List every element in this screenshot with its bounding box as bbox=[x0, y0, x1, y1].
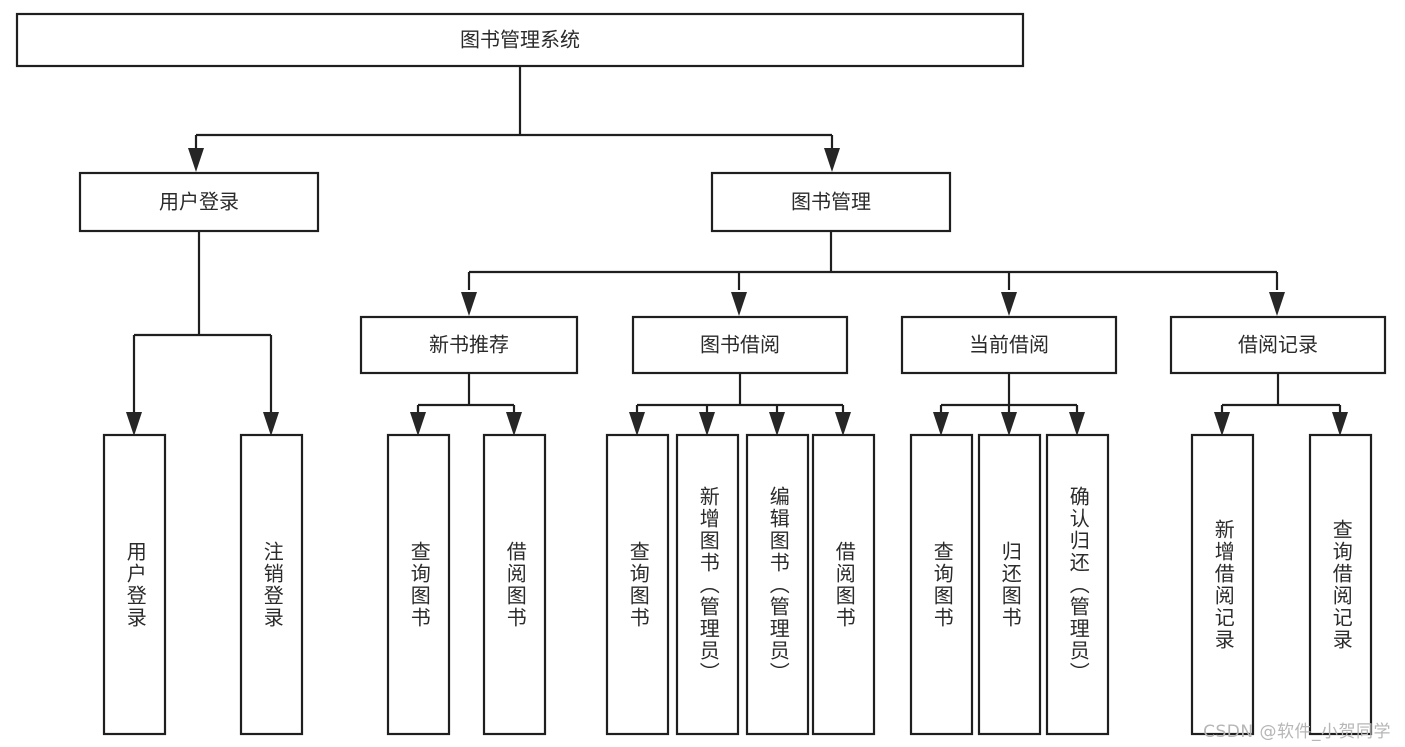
borrow-record-label: 借阅记录 bbox=[1238, 333, 1318, 357]
connector-new-book-recommend-to-leaves bbox=[410, 373, 522, 436]
node-borrow-record[interactable]: 借阅记录 bbox=[1169, 315, 1387, 375]
leaf-query-book-3-box[interactable] bbox=[909, 433, 974, 736]
connector-borrow-record-to-leaves bbox=[1214, 373, 1348, 436]
connector-user-login-to-leaves bbox=[126, 231, 279, 436]
leaf-user-login-box[interactable] bbox=[102, 433, 167, 736]
arrow-to-book-borrow bbox=[731, 292, 747, 316]
connector-book-borrow-to-leaves bbox=[629, 373, 851, 436]
connector-book-management-to-level3 bbox=[461, 231, 1285, 316]
arrow-to-leaf-add-book bbox=[699, 412, 715, 436]
arrow-to-leaf-return-book bbox=[1001, 412, 1017, 436]
node-book-management[interactable]: 图书管理 bbox=[710, 171, 952, 233]
arrow-to-leaf-query-record bbox=[1332, 412, 1348, 436]
book-management-label: 图书管理 bbox=[791, 190, 871, 214]
root-label: 图书管理系统 bbox=[460, 28, 580, 52]
node-root[interactable]: 图书管理系统 bbox=[15, 12, 1025, 68]
arrow-to-leaf-query-book-2 bbox=[629, 412, 645, 436]
leaf-query-book-1-box[interactable] bbox=[386, 433, 451, 736]
arrow-to-leaf-logout-login bbox=[263, 412, 279, 436]
arrow-to-new-book-recommend bbox=[461, 292, 477, 316]
user-login-box[interactable] bbox=[78, 171, 320, 233]
node-book-borrow[interactable]: 图书借阅 bbox=[631, 315, 849, 375]
new-book-recommend-box[interactable] bbox=[359, 315, 579, 375]
leaf-edit-book-box[interactable] bbox=[745, 433, 810, 736]
connector-current-borrow-to-leaves bbox=[933, 373, 1085, 436]
arrow-to-leaf-add-record bbox=[1214, 412, 1230, 436]
leaf-borrow-book-1-box[interactable] bbox=[482, 433, 547, 736]
leaf-logout-login-box[interactable] bbox=[239, 433, 304, 736]
arrow-to-leaf-borrow-book-1 bbox=[506, 412, 522, 436]
arrow-to-current-borrow bbox=[1001, 292, 1017, 316]
leaf-query-record-box[interactable] bbox=[1308, 433, 1373, 736]
arrow-to-leaf-edit-book bbox=[769, 412, 785, 436]
leaf-return-book-box[interactable] bbox=[977, 433, 1042, 736]
current-borrow-label: 当前借阅 bbox=[969, 333, 1049, 357]
arrow-to-leaf-borrow-book-2 bbox=[835, 412, 851, 436]
node-new-book-recommend[interactable]: 新书推荐 bbox=[359, 315, 579, 375]
arrow-to-book-management bbox=[824, 148, 840, 172]
leaf-query-book-2-box[interactable] bbox=[605, 433, 670, 736]
arrow-to-leaf-query-book-1 bbox=[410, 412, 426, 436]
leaf-add-record-box[interactable] bbox=[1190, 433, 1255, 736]
arrow-to-leaf-query-book-3 bbox=[933, 412, 949, 436]
current-borrow-box[interactable] bbox=[900, 315, 1118, 375]
arrow-to-user-login bbox=[188, 148, 204, 172]
node-user-login[interactable]: 用户登录 bbox=[78, 171, 320, 233]
leaf-add-book-box[interactable] bbox=[675, 433, 740, 736]
user-login-label: 用户登录 bbox=[159, 190, 239, 214]
arrow-to-leaf-user-login bbox=[126, 412, 142, 436]
arrow-to-borrow-record bbox=[1269, 292, 1285, 316]
book-borrow-label: 图书借阅 bbox=[700, 333, 780, 357]
node-current-borrow[interactable]: 当前借阅 bbox=[900, 315, 1118, 375]
arrow-to-leaf-confirm-return bbox=[1069, 412, 1085, 436]
new-book-recommend-label: 新书推荐 bbox=[429, 333, 509, 357]
leaf-borrow-book-2-box[interactable] bbox=[811, 433, 876, 736]
leaf-confirm-return-box[interactable] bbox=[1045, 433, 1110, 736]
root-box[interactable] bbox=[15, 12, 1025, 68]
connector-root-to-level2 bbox=[188, 66, 840, 172]
